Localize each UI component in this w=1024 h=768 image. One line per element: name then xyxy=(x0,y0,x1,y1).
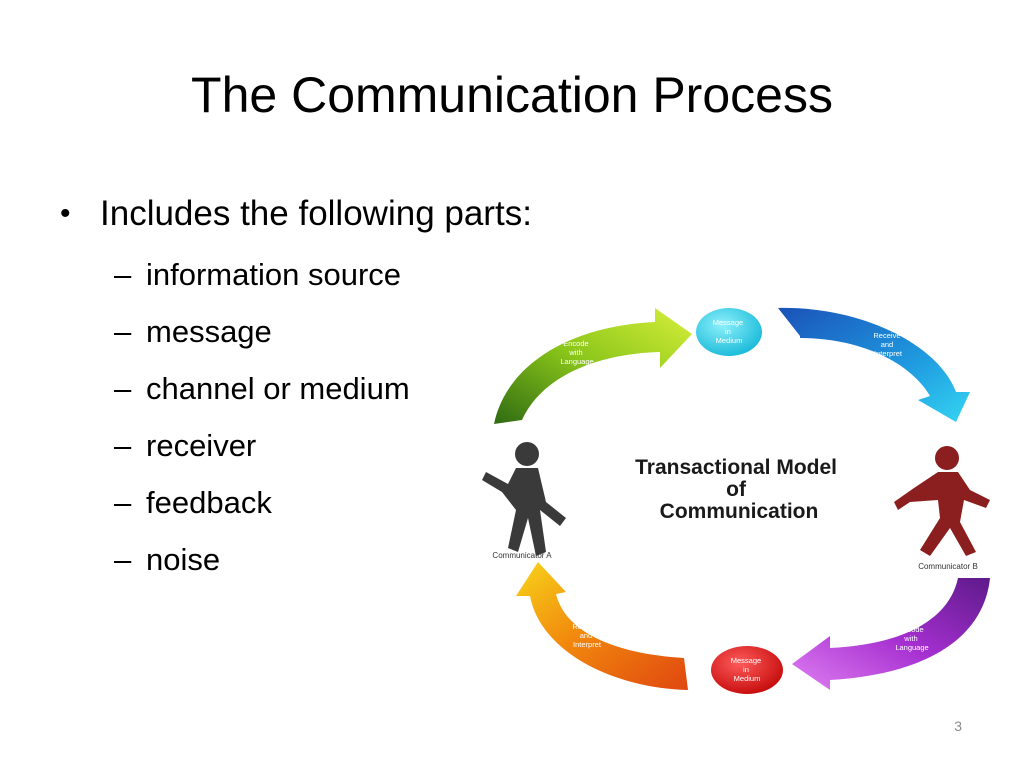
sub-bullet: –information source xyxy=(60,246,532,303)
message-bubble-top xyxy=(696,308,762,356)
diagram-title-line-1: Transactional Model xyxy=(635,456,837,479)
sub-bullet-list: –information source –message –channel or… xyxy=(60,246,532,588)
communicator-a-figure-icon xyxy=(482,442,566,556)
dash-icon: – xyxy=(114,485,132,520)
receive-label-top: Receive and Interpret xyxy=(873,331,902,358)
dash-icon: – xyxy=(114,371,132,406)
sub-bullet: –noise xyxy=(60,531,532,588)
sub-bullet: –receiver xyxy=(60,417,532,474)
diagram-title-line-3: Communication xyxy=(660,500,819,523)
sub-bullet-text: message xyxy=(146,314,272,349)
dash-icon: – xyxy=(114,314,132,349)
sub-bullet-text: feedback xyxy=(146,485,272,520)
communicator-a-label: Communicator A xyxy=(492,551,552,560)
encode-arrow-a xyxy=(494,308,692,424)
dash-icon: – xyxy=(114,542,132,577)
receive-label-bottom: Recieve and Interpret xyxy=(572,622,601,649)
main-bullet-text: Includes the following parts: xyxy=(100,194,532,233)
sub-bullet-text: information source xyxy=(146,257,402,292)
main-bullet: • Includes the following parts: xyxy=(60,190,532,238)
transactional-model-diagram: Transactional Model of Communication Com… xyxy=(470,296,1010,708)
sub-bullet-group: –information source –message –channel or… xyxy=(60,246,532,588)
sub-bullet: –feedback xyxy=(60,474,532,531)
diagram-svg: Transactional Model of Communication Com… xyxy=(482,307,990,694)
page-number: 3 xyxy=(954,718,962,734)
sub-bullet: –message xyxy=(60,303,532,360)
svg-text:Transactional Model of: Transactional Model of Communication xyxy=(635,456,843,523)
dash-icon: – xyxy=(114,257,132,292)
receive-arrow-bottom xyxy=(516,562,688,690)
bullet-list: • Includes the following parts: –informa… xyxy=(60,190,532,588)
message-label-bottom: Message in Medium xyxy=(731,656,764,683)
encode-label-b: Encode with Language xyxy=(895,625,928,652)
diagram-title-line-2: of xyxy=(726,478,747,501)
message-bubble-bottom xyxy=(711,646,783,694)
sub-bullet: –channel or medium xyxy=(60,360,532,417)
message-label-top: Message in Medium xyxy=(713,318,746,345)
encode-arrow-b xyxy=(792,578,990,690)
receive-arrow-top xyxy=(778,307,970,422)
communicator-b-figure-icon xyxy=(894,446,990,556)
bullet-dot-icon: • xyxy=(60,197,71,230)
encode-label-a: Encode with Language xyxy=(560,339,593,366)
sub-bullet-text: receiver xyxy=(146,428,257,463)
sub-bullet-text: channel or medium xyxy=(146,371,410,406)
sub-bullet-text: noise xyxy=(146,542,221,577)
communicator-b-label: Communicator B xyxy=(918,562,978,571)
dash-icon: – xyxy=(114,428,132,463)
slide-title: The Communication Process xyxy=(191,67,833,123)
